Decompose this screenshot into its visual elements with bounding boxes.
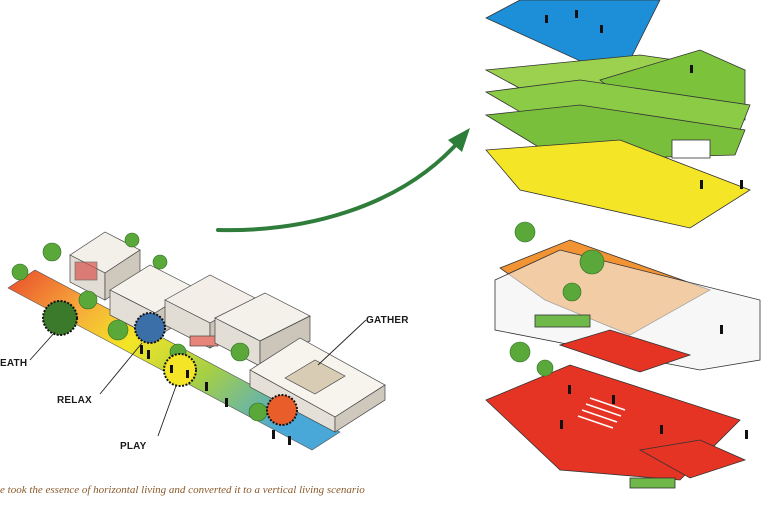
play-label: PLAY <box>120 441 147 452</box>
relax-zone <box>134 312 166 344</box>
people-figures <box>140 345 291 445</box>
diagram-caption: e took the essence of horizontal living … <box>0 484 365 496</box>
horizontal-neighbourhood-diagram <box>7 231 386 451</box>
gather-label: GATHER <box>366 315 409 326</box>
grey-shell <box>494 249 761 371</box>
red-level-upper <box>558 329 692 373</box>
building-trees <box>509 221 605 377</box>
stairs <box>577 397 626 429</box>
label-leaders <box>29 319 367 437</box>
gather-zone <box>266 394 298 426</box>
vertical-building-diagram <box>484 0 761 489</box>
transformation-arrow <box>216 128 470 233</box>
breathe-label: EATH <box>0 358 28 369</box>
building-people <box>545 10 748 439</box>
play-zone <box>163 353 197 387</box>
yellow-level <box>485 139 751 229</box>
breathe-zone <box>42 300 78 336</box>
relax-label: RELAX <box>57 395 92 406</box>
